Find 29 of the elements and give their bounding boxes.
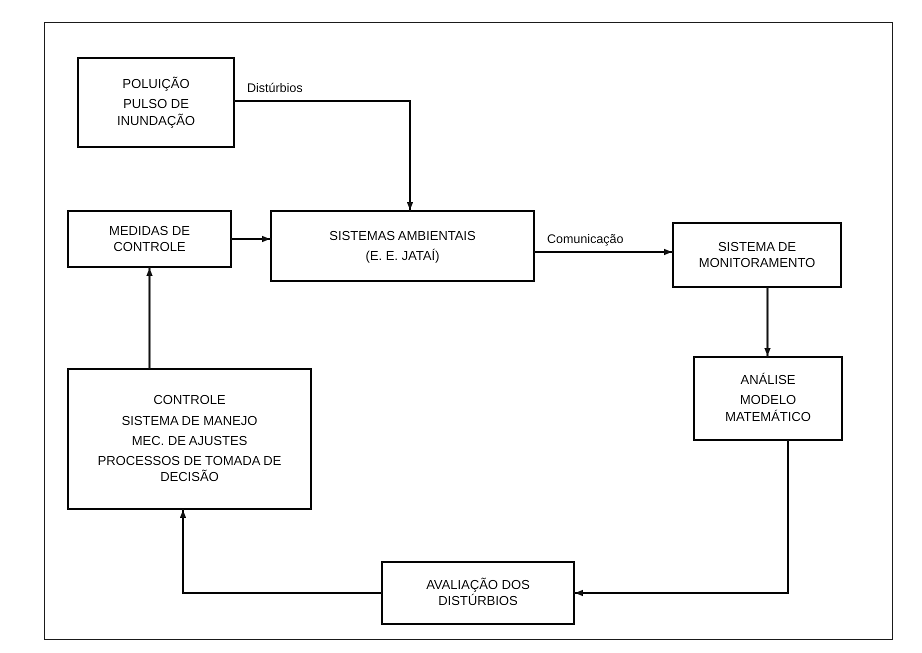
process-box — [67, 368, 312, 510]
box-text: SISTEMAS AMBIENTAIS — [329, 228, 476, 244]
arrow — [232, 236, 270, 242]
box-text: CONTROLE — [153, 392, 226, 409]
process-box — [693, 356, 843, 441]
process-box — [77, 57, 235, 148]
arrow — [535, 248, 672, 256]
process-box — [67, 210, 232, 268]
box-text: (E. E. JATAÍ) — [366, 248, 440, 264]
box-text: MEC. DE AJUSTES — [132, 432, 248, 450]
box-text: MEDIDAS DE CONTROLE — [108, 222, 191, 256]
box-text: AVALIAÇÃO DOS DISTÚRBIOS — [425, 576, 531, 610]
box-text: PROCESSOS DE TOMADA DE DECISÃO — [96, 453, 282, 486]
arrow — [180, 510, 381, 594]
box-text: PULSO DE INUNDAÇÃO — [116, 96, 196, 129]
box-text: SISTEMA DE MONITORAMENTO — [698, 238, 816, 272]
process-box — [270, 210, 535, 282]
process-box — [381, 561, 575, 625]
arrow — [764, 288, 771, 356]
box-text: ANÁLISE — [740, 372, 796, 388]
edge-label: Distúrbios — [245, 81, 305, 95]
arrow — [575, 441, 789, 596]
arrow — [235, 100, 414, 210]
arrow — [146, 268, 153, 368]
process-box — [672, 222, 842, 288]
box-text: SISTEMA DE MANEJO — [122, 412, 258, 429]
edge-label: Comunicação — [545, 232, 626, 246]
box-text: MODELO MATEMÁTICO — [724, 392, 812, 425]
box-text: POLUIÇÃO — [122, 76, 190, 92]
